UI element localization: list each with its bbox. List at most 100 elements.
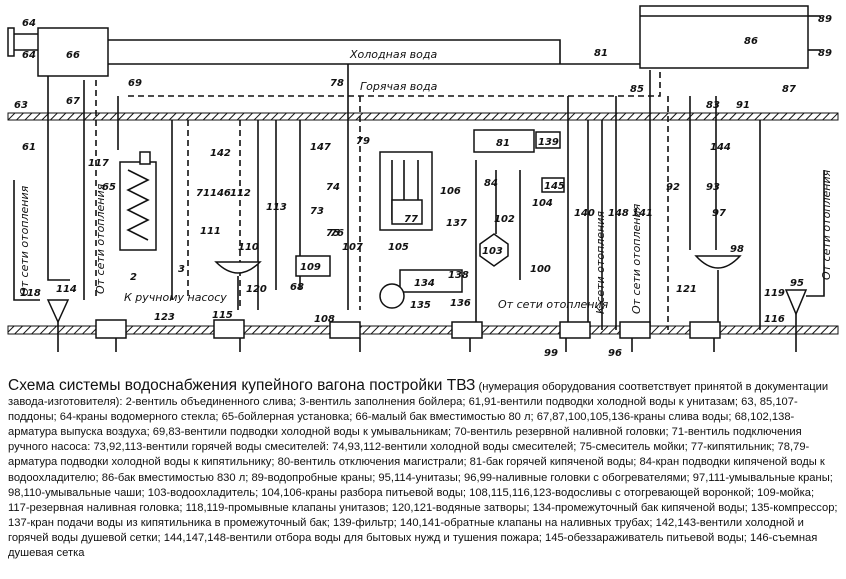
svg-text:134: 134 [414,278,435,289]
svg-text:114: 114 [56,284,77,295]
svg-text:109: 109 [300,262,321,273]
svg-text:144: 144 [710,142,731,153]
svg-text:81: 81 [496,138,510,149]
hot-water-main [128,70,661,97]
svg-text:106: 106 [440,186,461,197]
compressor-135 [379,283,405,309]
boiled-water-tank-81 [473,129,561,153]
svg-text:136: 136 [450,298,471,309]
svg-text:71: 71 [196,188,210,199]
ceiling-strip [7,112,839,121]
big-tank-86 [639,5,820,69]
label-from-heating-1: От сети отопления [94,183,107,294]
sink-109 [295,255,331,277]
svg-text:148: 148 [608,208,629,219]
caption-note: (нумерация оборудования соответствует пр… [8,381,829,409]
svg-text:76: 76 [330,228,344,239]
svg-text:110: 110 [238,242,259,253]
svg-text:118: 118 [20,288,41,299]
svg-text:117: 117 [88,158,109,169]
svg-text:104: 104 [532,198,553,209]
label-to-manual-pump: К ручному насосу [124,291,227,304]
label-from-heating-2: От сети отопления [498,298,609,311]
svg-text:95: 95 [790,278,804,289]
svg-text:102: 102 [494,214,515,225]
water-cooler-103 [479,233,509,267]
svg-text:86: 86 [744,36,758,47]
svg-text:142: 142 [210,148,231,159]
svg-text:140: 140 [574,208,595,219]
intermediate-tank-134 [399,269,463,293]
figure-caption: Схема системы водоснабжения купейного ва… [8,378,838,561]
svg-text:87: 87 [782,84,796,95]
svg-text:103: 103 [482,246,503,257]
svg-text:112: 112 [230,188,251,199]
label-from-heating-4: От сети отопления [820,169,833,280]
caption-title: Схема системы водоснабжения купейного ва… [8,377,476,394]
svg-text:78: 78 [330,78,344,89]
svg-text:74: 74 [326,182,340,193]
svg-text:138: 138 [448,270,469,281]
svg-text:119: 119 [764,288,785,299]
svg-text:65: 65 [102,182,116,193]
label-from-heating-5: От сети отопления [18,185,31,296]
svg-text:83: 83 [706,100,720,111]
label-to-heating: К сети отопления [594,211,607,314]
svg-text:85: 85 [630,84,644,95]
svg-text:115: 115 [212,310,233,321]
svg-text:69: 69 [128,78,142,89]
svg-text:100: 100 [530,264,551,275]
svg-text:67: 67 [66,96,80,107]
svg-text:137: 137 [446,218,467,229]
svg-text:96: 96 [608,348,622,359]
svg-text:64: 64 [22,18,36,29]
svg-text:79: 79 [356,136,370,147]
svg-text:123: 123 [154,312,175,323]
equipment-numbers: 64 64 66 63 67 69 61 117 65 71 3 2 118 1… [14,14,832,359]
svg-text:135: 135 [410,300,431,311]
svg-text:145: 145 [544,181,565,192]
svg-text:113: 113 [266,202,287,213]
label-cold-water: Холодная вода [349,48,437,61]
floor-strip [7,325,839,335]
svg-text:97: 97 [712,208,726,219]
caption-body: 2-вентиль объединенного слива; 3-вентиль… [8,396,838,560]
toilet-95 [784,289,808,316]
svg-text:105: 105 [388,242,409,253]
svg-text:98: 98 [730,244,744,255]
svg-text:146: 146 [210,188,231,199]
boiler-65 [119,151,157,251]
svg-text:108: 108 [314,314,335,325]
svg-text:93: 93 [706,182,720,193]
floor-fittings [95,319,721,339]
svg-text:107: 107 [342,242,363,253]
svg-text:2: 2 [130,272,137,283]
svg-text:89: 89 [818,14,832,25]
svg-text:92: 92 [666,182,680,193]
svg-text:121: 121 [676,284,697,295]
washbasin-98 [694,255,742,330]
water-supply-schematic: Холодная вода Горячая вода К ручному нас… [7,5,839,359]
boiler-77 [379,151,433,231]
svg-text:3: 3 [178,264,185,275]
svg-text:61: 61 [22,142,36,153]
toilet-114 [46,299,70,324]
svg-text:77: 77 [404,214,418,225]
label-from-heating-3: От сети отопления [630,203,643,314]
label-hot-water: Горячая вода [360,80,438,93]
svg-text:91: 91 [736,100,750,111]
disinfector-145 [541,177,565,193]
svg-text:99: 99 [544,348,558,359]
svg-text:116: 116 [764,314,785,325]
svg-text:81: 81 [594,48,608,59]
svg-text:68: 68 [290,282,304,293]
svg-text:111: 111 [200,226,221,237]
svg-text:63: 63 [14,100,28,111]
svg-text:89: 89 [818,48,832,59]
washbasin-110 [214,261,262,310]
svg-text:120: 120 [246,284,267,295]
svg-text:73: 73 [310,206,324,217]
svg-text:75: 75 [326,228,340,239]
svg-text:64: 64 [22,50,36,61]
svg-text:84: 84 [484,178,498,189]
